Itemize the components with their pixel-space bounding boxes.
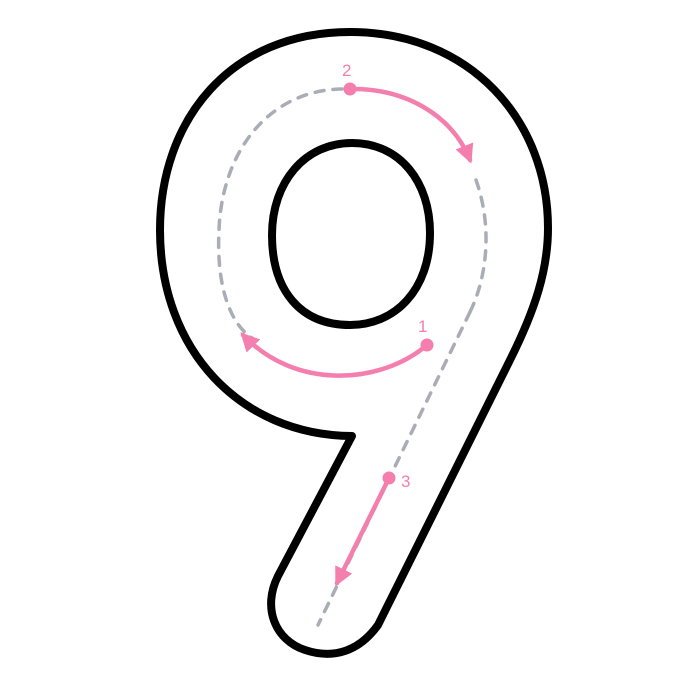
stroke-3-number: 3 xyxy=(401,472,410,491)
guide-loop-dashes xyxy=(216,87,344,340)
digit-nine-outline xyxy=(156,28,552,658)
stroke-1-group: 1 xyxy=(240,317,434,378)
stroke-3-arrow xyxy=(334,475,392,587)
stroke-2-arrow xyxy=(347,86,474,164)
stroke-1-number: 1 xyxy=(418,317,427,336)
stroke-1-arrow xyxy=(240,332,430,378)
stroke-2-number: 2 xyxy=(342,61,351,80)
stroke-2-group: 2 xyxy=(342,61,474,164)
stroke-3-group: 3 xyxy=(334,471,410,587)
